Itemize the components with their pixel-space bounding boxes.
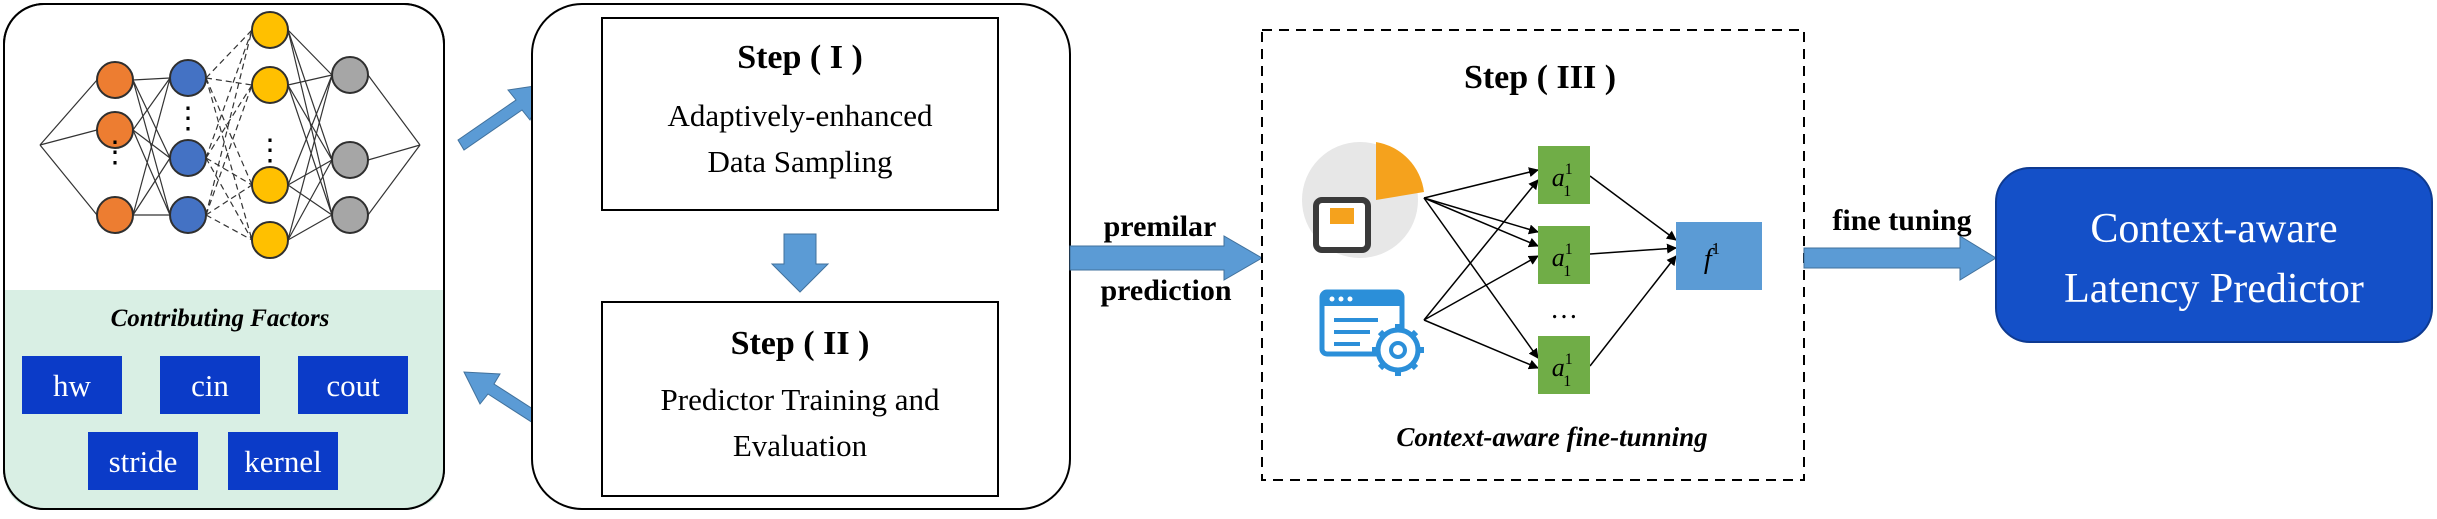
neuron-blue-3 — [169, 196, 207, 234]
network-edge — [367, 144, 421, 216]
arrow-fine-tuning — [1803, 235, 1997, 281]
step1-title: Step ( I ) — [737, 39, 863, 76]
network-edge — [287, 84, 333, 161]
network-edge — [205, 184, 253, 216]
neuron-yellow-1 — [251, 11, 289, 49]
vdots-layer1: ⋮ — [100, 136, 130, 169]
step1-line1: Adaptively-enhanced — [667, 98, 933, 133]
network-edge — [287, 84, 333, 216]
vdots-layer3: ⋮ — [255, 134, 285, 167]
network-edge — [132, 79, 171, 159]
neuron-orange-3 — [96, 196, 134, 234]
step2-line2: Evaluation — [733, 428, 868, 463]
neuron-orange-1 — [96, 61, 134, 99]
network-edge — [287, 74, 333, 186]
network-edge — [205, 214, 253, 241]
step1-box — [601, 17, 999, 211]
predictor-line1: Context-aware — [2090, 206, 2337, 252]
network-edge — [205, 29, 253, 79]
network-edge — [39, 144, 98, 216]
network-edge — [205, 77, 253, 241]
network-edge — [132, 129, 171, 216]
a-node-2 — [1538, 226, 1590, 284]
network-connections — [39, 29, 421, 241]
a-node-1 — [1538, 146, 1590, 204]
network-edge — [287, 159, 333, 186]
step2-line1: Predictor Training and — [661, 382, 940, 417]
network-edge — [132, 129, 171, 159]
network-edge — [205, 157, 253, 241]
network-edge — [287, 29, 333, 161]
network-edge — [205, 29, 253, 216]
neuron-yellow-4 — [251, 221, 289, 259]
network-edge — [205, 77, 253, 86]
network-edge — [132, 77, 171, 216]
finetune-caption: Context-aware fine-tunning — [1396, 422, 1707, 452]
factor-label-cout: cout — [326, 368, 380, 403]
network-edge — [287, 29, 333, 76]
factor-box-kernel — [228, 432, 338, 490]
vdots-layer2: ⋮ — [173, 102, 203, 135]
neuron-gray-3 — [331, 196, 369, 234]
network-edge — [287, 74, 333, 86]
step3-title: Step ( III ) — [1464, 59, 1616, 96]
prediction-label: prediction — [1100, 274, 1231, 307]
settings-window-icon — [1319, 289, 1424, 376]
network-neurons — [96, 11, 369, 259]
factor-box-hw — [22, 356, 122, 414]
predictor-line2: Latency Predictor — [2064, 266, 2364, 312]
factor-label-cin: cin — [191, 368, 229, 403]
network-edge — [205, 29, 253, 159]
arrow-step1-to-step2 — [770, 233, 830, 293]
network-edge — [132, 77, 171, 81]
factor-box-stride — [88, 432, 198, 490]
neuron-blue-2 — [169, 139, 207, 177]
step3-panel: Step ( III ) — [1261, 29, 1805, 481]
a-node-3 — [1538, 336, 1590, 394]
a-node-ellipsis: … — [1550, 294, 1578, 325]
factor-label-hw: hw — [53, 368, 92, 403]
f-node — [1676, 222, 1762, 290]
neuron-orange-2 — [96, 111, 134, 149]
factor-label-kernel: kernel — [244, 444, 321, 479]
arrow-premilar-prediction — [1069, 235, 1263, 281]
network-edge — [132, 77, 171, 131]
latency-predictor-box — [1995, 167, 2433, 343]
network-edge — [205, 84, 253, 159]
neuron-yellow-2 — [251, 66, 289, 104]
fine-tuning-label: fine tuning — [1832, 204, 1971, 237]
network-edge — [367, 74, 421, 146]
step2-box — [601, 301, 999, 497]
network-edge — [367, 144, 421, 161]
network-edge — [39, 79, 98, 146]
network-edge — [132, 157, 171, 216]
finetune-connections — [1423, 167, 1677, 370]
f-node-label: f1 — [1704, 239, 1720, 275]
network-panel: ⋮ ⋮ ⋮ Contributing Factors hw cin cout s… — [3, 3, 445, 510]
network-edge — [205, 84, 253, 216]
neuron-gray-2 — [331, 141, 369, 179]
step2-title: Step ( II ) — [731, 325, 870, 362]
network-edge — [287, 159, 333, 241]
premilar-label: premilar — [1104, 210, 1217, 243]
factor-box-cout — [298, 356, 408, 414]
factors-title: Contributing Factors — [111, 305, 330, 332]
factor-box-cin — [160, 356, 260, 414]
network-edge — [205, 157, 253, 186]
factor-label-stride: stride — [109, 444, 178, 479]
network-edge — [39, 129, 98, 146]
pie-chart-icon — [1302, 142, 1424, 258]
neuron-yellow-3 — [251, 166, 289, 204]
network-edge — [287, 214, 333, 241]
network-edge — [287, 74, 333, 241]
step1-line2: Data Sampling — [707, 144, 892, 179]
neuron-blue-1 — [169, 59, 207, 97]
neuron-gray-1 — [331, 56, 369, 94]
steps-panel: Step ( I ) Adaptively-enhanced Data Samp… — [531, 3, 1071, 510]
